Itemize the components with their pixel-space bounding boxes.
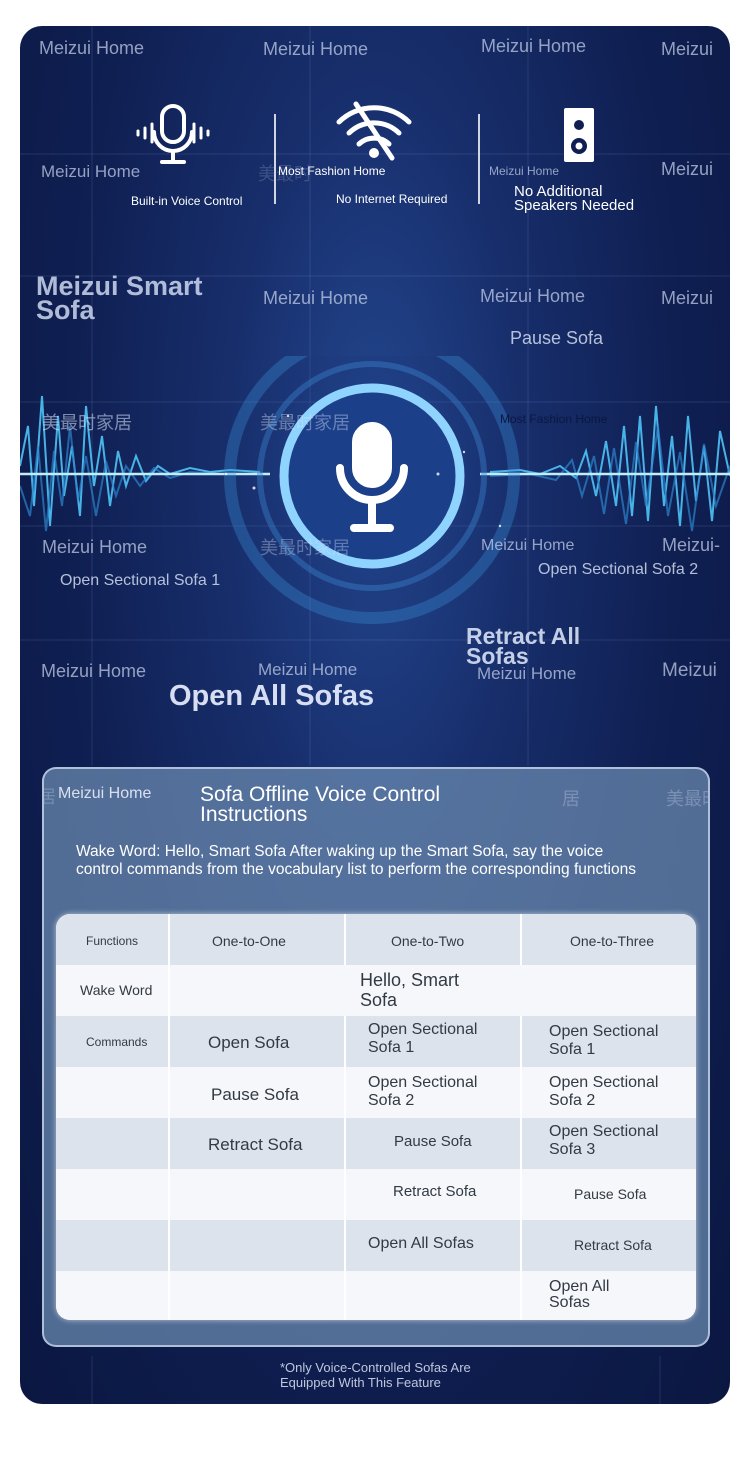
cmd-three-retract-sofa: Retract Sofa [574, 1237, 652, 1253]
watermark: Meizui Home [58, 785, 152, 802]
table-row [56, 1220, 696, 1271]
column-divider [344, 914, 346, 1320]
header-one-to-three: One-to-Three [570, 933, 655, 949]
watermark: Meizui Home [481, 36, 587, 56]
watermark: Meizui Home [477, 664, 577, 683]
command-open-sectional-1: Open Sectional Sofa 1 [60, 572, 221, 589]
watermark: Most Fashion Home [500, 412, 608, 426]
feature-divider [274, 114, 276, 204]
product-panel: Meizui Home Meizui Home Meizui Home Meiz… [20, 26, 730, 1404]
watermark: Meizui Home [42, 537, 148, 557]
wake-word-label: Wake Word [80, 982, 153, 998]
footnote: *Only Voice-Controlled Sofas Are Equippe… [280, 1360, 471, 1390]
instructions-description: Wake Word: Hello, Smart Sofa After wakin… [76, 843, 636, 878]
hero-title: Meizui Smart Sofa [36, 271, 203, 325]
column-divider [168, 914, 170, 1320]
command-open-all: Open All Sofas [169, 680, 375, 712]
watermark: Meizui- [662, 535, 721, 555]
watermark: Meizui Home [39, 38, 145, 58]
watermark: 美最时 [666, 789, 708, 809]
speaker-feature-label: No Additional Speakers Needed [514, 183, 635, 214]
watermark: Meizui [662, 660, 717, 681]
cmd-two-retract-sofa: Retract Sofa [393, 1183, 477, 1200]
instructions-title: Sofa Offline Voice Control Instructions [200, 783, 441, 826]
cmd-one-open-sofa: Open Sofa [208, 1033, 290, 1052]
watermark: 居 [562, 789, 580, 809]
microphone-waves-icon [136, 104, 210, 164]
watermark: Meizui Home [41, 162, 141, 181]
header-one-to-one: One-to-One [212, 933, 286, 949]
watermark: Most Fashion Home [278, 164, 386, 178]
watermark: Meizui Home [263, 288, 369, 308]
sound-wave-graphic [20, 356, 730, 626]
watermark: Meizui Home [258, 660, 358, 679]
table-row [56, 1271, 696, 1320]
cmd-three-pause-sofa: Pause Sofa [574, 1186, 647, 1202]
watermark: Meizui Home [481, 537, 575, 554]
watermark: Meizui Home [41, 661, 147, 681]
watermark: 美最时 [258, 164, 312, 184]
table-row [56, 1169, 696, 1220]
column-divider [520, 914, 522, 1320]
watermark: Meizui [661, 159, 714, 179]
wifi-feature-label: No Internet Required [336, 192, 448, 206]
watermark: Meizui Home [480, 286, 586, 306]
watermark: 美最时家居 [260, 538, 350, 558]
header-one-to-two: One-to-Two [391, 933, 465, 949]
watermark: Meizui [661, 288, 714, 308]
cmd-two-open-all: Open All Sofas [368, 1235, 474, 1252]
watermark: Meizui Home [263, 39, 369, 59]
header-functions: Functions [86, 934, 139, 948]
watermark: Meizui [661, 39, 714, 59]
watermark: 居 [44, 783, 56, 809]
command-retract-all: Retract All Sofas [466, 623, 581, 669]
watermark: Meizui Home [489, 164, 560, 178]
watermark: 美最时家居 [260, 413, 350, 433]
table-header-row [56, 914, 696, 965]
voice-command-table: Functions One-to-One One-to-Two One-to-T… [56, 914, 696, 1320]
commands-label: Commands [86, 1035, 148, 1049]
table-row [56, 1016, 696, 1067]
feature-divider [478, 114, 480, 204]
wake-word-span [170, 965, 696, 1016]
cmd-one-pause-sofa: Pause Sofa [211, 1085, 299, 1104]
command-pause-sofa: Pause Sofa [510, 328, 604, 348]
command-open-sectional-2: Open Sectional Sofa 2 [538, 561, 699, 578]
cmd-one-retract-sofa: Retract Sofa [208, 1135, 303, 1154]
wake-word-value: Hello, Smart Sofa [360, 970, 460, 1010]
watermark: 美最时家居 [42, 413, 132, 433]
table-row [56, 1118, 696, 1169]
speaker-icon [564, 108, 594, 162]
table-row [56, 1067, 696, 1118]
wifi-off-icon [336, 101, 412, 161]
voice-feature-label: Built-in Voice Control [131, 194, 243, 208]
instructions-card: Meizui Home 居 居 美最时 Sofa Offline Voice C… [42, 767, 710, 1347]
cmd-two-pause-sofa: Pause Sofa [394, 1133, 472, 1150]
